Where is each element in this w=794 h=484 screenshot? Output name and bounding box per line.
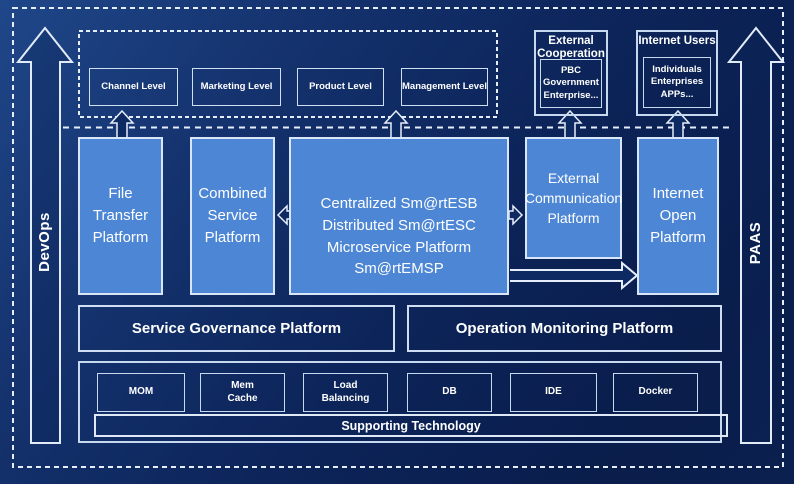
esb-platform-box: Centralized Sm@rtESB Distributed Sm@rtES… [289, 137, 509, 295]
external-cooperation-group: External Cooperation PBC Government Ente… [534, 30, 608, 116]
right-arrow-icon [508, 204, 524, 226]
external-communication-platform-box: External Communication Platform [525, 137, 622, 259]
operation-monitoring-platform-box: Operation Monitoring Platform [407, 305, 722, 352]
product-level-box: Product Level [297, 68, 384, 106]
combined-service-platform-box: Combined Service Platform [190, 137, 275, 295]
supporting-technology-container [78, 361, 722, 443]
up-arrow-icon [109, 109, 135, 139]
marketing-level-box: Marketing Level [192, 68, 281, 106]
tech-box-load-balancing: Load Balancing [303, 373, 388, 412]
paas-up-arrow-icon [726, 26, 786, 444]
internet-users-group: Internet Users Individuals Enterprises A… [636, 30, 718, 116]
devops-up-arrow-icon [15, 26, 75, 444]
service-governance-platform-box: Service Governance Platform [78, 305, 395, 352]
internet-users-members-box: Individuals Enterprises APPs... [643, 57, 711, 108]
internet-open-platform-box: Internet Open Platform [637, 137, 719, 295]
long-right-arrow-icon [510, 260, 639, 291]
external-cooperation-members-box: PBC Government Enterprise... [540, 59, 602, 108]
supporting-technology-bar: Supporting Technology [94, 414, 728, 437]
up-arrow-icon [383, 109, 409, 139]
channel-level-box: Channel Level [89, 68, 178, 106]
external-cooperation-title: External Cooperation [537, 35, 605, 61]
tech-box-db: DB [407, 373, 492, 412]
management-level-box: Management Level [401, 68, 488, 106]
devops-rail-label: DevOps [36, 212, 53, 272]
tech-box-mom: MOM [97, 373, 185, 412]
file-transfer-platform-box: File Transfer Platform [78, 137, 163, 295]
tech-box-docker: Docker [613, 373, 698, 412]
paas-rail-label: PAAS [747, 221, 764, 265]
tech-box-ide: IDE [510, 373, 597, 412]
outer-dashed-border [12, 7, 784, 468]
tech-box-mem-cache: Mem Cache [200, 373, 285, 412]
internet-users-title: Internet Users [638, 35, 716, 47]
